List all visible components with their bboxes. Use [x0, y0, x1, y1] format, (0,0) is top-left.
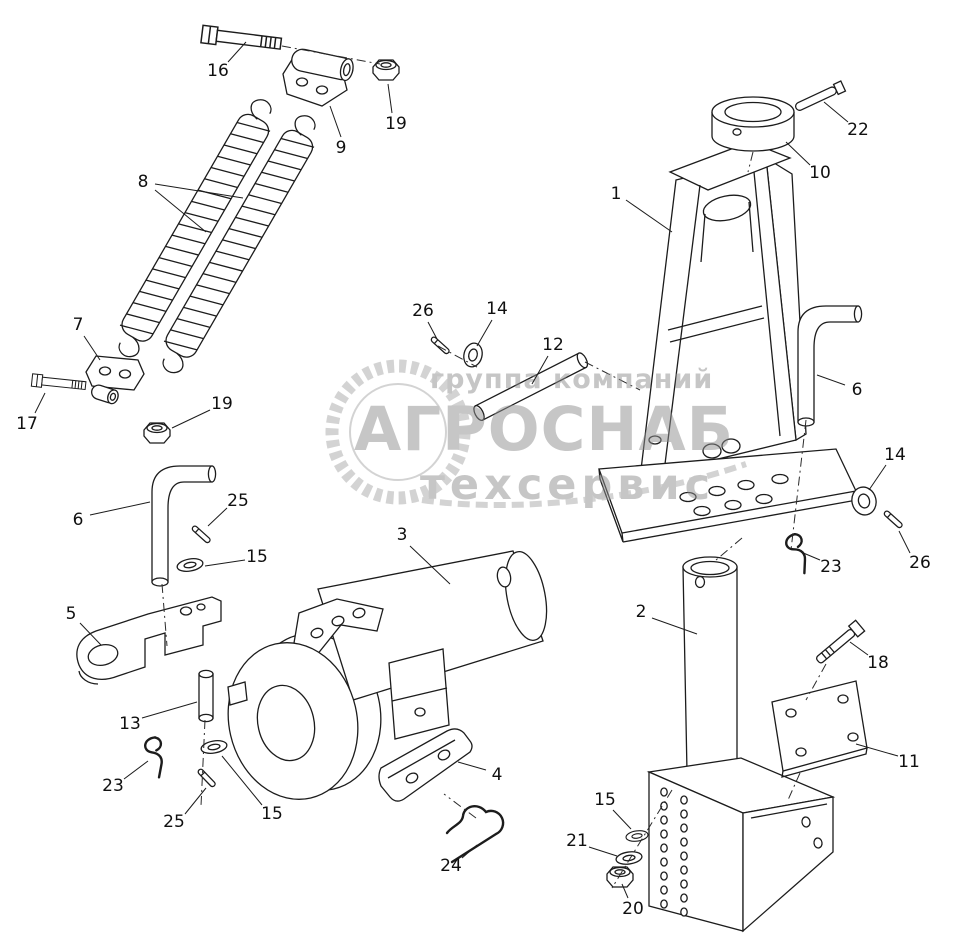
part-2-base-housing	[646, 757, 836, 933]
part-5-plate	[76, 596, 222, 685]
callout-11: 11	[898, 752, 920, 772]
leader-line-25	[184, 787, 207, 815]
leader-line-22	[823, 101, 849, 123]
callout-25: 25	[163, 812, 185, 832]
callout-25: 25	[227, 491, 249, 511]
callout-14: 14	[486, 299, 508, 319]
part-2-tube	[682, 556, 738, 773]
callout-15: 15	[246, 547, 268, 567]
callout-16: 16	[207, 61, 229, 81]
leader-line-10	[785, 141, 811, 166]
leader-line-14	[868, 464, 887, 491]
callout-9: 9	[335, 138, 347, 158]
part-13-pin	[198, 669, 214, 723]
leader-line-8	[154, 189, 207, 233]
leader-line-15	[221, 755, 263, 806]
leader-line-25	[207, 507, 228, 527]
callout-15: 15	[261, 804, 283, 824]
callout-23: 23	[820, 557, 842, 577]
leader-line-26	[427, 321, 438, 340]
callout-24: 24	[440, 856, 462, 876]
callout-6: 6	[72, 510, 84, 530]
part-7-bracket	[85, 355, 145, 405]
leader-line-6	[89, 501, 151, 516]
leader-line-3	[409, 545, 451, 585]
leader-line-18	[849, 641, 869, 656]
leader-line-15	[204, 559, 246, 567]
leader-line-17	[34, 392, 46, 414]
callout-14: 14	[884, 445, 906, 465]
callout-13: 13	[119, 714, 141, 734]
callout-17: 17	[16, 414, 38, 434]
part-22-pin	[794, 80, 847, 111]
leader-line-7	[83, 335, 101, 361]
leader-line-6	[816, 374, 846, 386]
callout-26: 26	[909, 553, 931, 573]
leader-line-12	[531, 355, 549, 385]
callout-8: 8	[137, 172, 149, 192]
leader-line-8	[154, 183, 244, 199]
part-3-cylinder	[227, 550, 548, 800]
part-24-hairpin-clip	[445, 805, 505, 864]
leader-line-2	[651, 617, 698, 635]
leader-line-26	[898, 530, 911, 554]
part-10-ring	[711, 96, 795, 152]
assembly-axes	[161, 45, 827, 889]
leader-line-4	[457, 761, 487, 771]
callout-21: 21	[566, 831, 588, 851]
callout-20: 20	[622, 899, 644, 919]
callout-1: 1	[610, 184, 622, 204]
callout-18: 18	[867, 653, 889, 673]
callout-2: 2	[635, 602, 647, 622]
part-18-bolt	[816, 619, 866, 664]
part-4-plate	[378, 728, 473, 802]
leader-line-14	[476, 319, 493, 347]
callout-15: 15	[594, 790, 616, 810]
leader-line-9	[329, 105, 342, 138]
callout-4: 4	[491, 765, 503, 785]
callout-22: 22	[847, 120, 869, 140]
part-14-washer-right	[851, 486, 877, 516]
leader-line-19	[171, 409, 211, 429]
leader-line-5	[79, 622, 102, 646]
leader-line-23	[800, 551, 821, 561]
callout-3: 3	[396, 525, 408, 545]
part-11-plate	[771, 680, 868, 778]
callout-12: 12	[542, 335, 564, 355]
leader-line-16	[227, 41, 247, 63]
callout-10: 10	[809, 163, 831, 183]
leader-line-1	[625, 199, 673, 233]
adjustment-holes	[660, 787, 688, 917]
part-12-pin	[473, 352, 589, 422]
leader-line-13	[141, 701, 198, 719]
leader-line-24	[461, 844, 478, 859]
leader-line-15	[612, 809, 632, 830]
callout-26: 26	[412, 301, 434, 321]
callout-5: 5	[65, 604, 77, 624]
callout-19: 19	[385, 114, 407, 134]
callout-23: 23	[102, 776, 124, 796]
callout-7: 7	[72, 315, 84, 335]
leader-line-21	[588, 846, 618, 857]
leader-line-19	[387, 83, 393, 114]
callout-19: 19	[211, 394, 233, 414]
leader-line-23	[123, 760, 149, 780]
leader-line-11	[855, 743, 899, 757]
leader-line-20	[621, 883, 629, 899]
callout-6: 6	[851, 380, 863, 400]
